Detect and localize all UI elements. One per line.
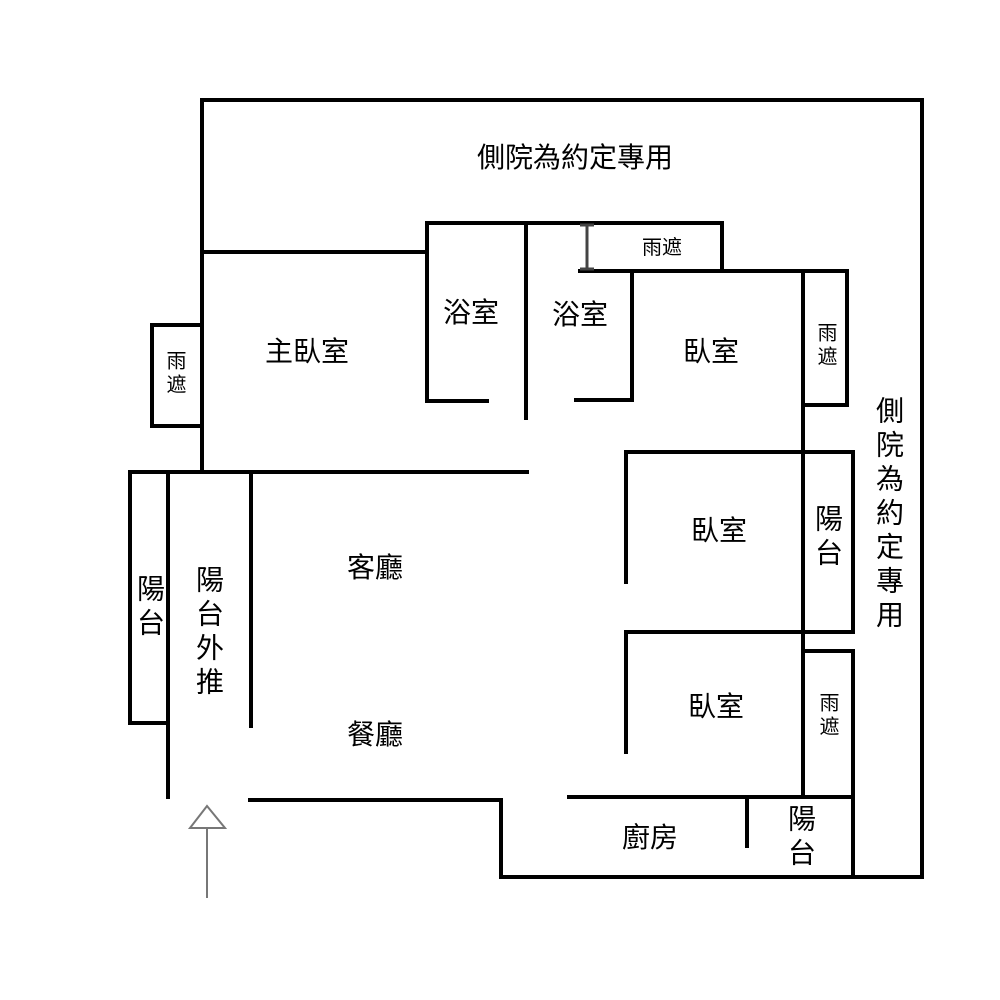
i-beam-marker — [580, 223, 594, 271]
label-balcony-extension: 陽台外推 — [192, 565, 225, 701]
bedroom-2-wall — [624, 450, 855, 754]
rain-cover-left-wall — [150, 323, 204, 428]
label-dining-room: 餐廳 — [346, 718, 404, 751]
outer-boundary — [200, 98, 924, 879]
label-bathroom-2: 浴室 — [551, 298, 609, 331]
label-rain-cover-right-2: 雨遮 — [816, 692, 840, 740]
label-bedroom-2: 臥室 — [690, 514, 748, 547]
label-rain-cover-top: 雨遮 — [642, 235, 682, 259]
label-living-room: 客廳 — [346, 551, 404, 584]
label-kitchen: 廚房 — [621, 821, 679, 854]
label-balcony-right: 陽台 — [811, 504, 844, 572]
label-side-yard-right: 側院為約定專用 — [872, 396, 905, 634]
bathroom-2-wall — [574, 270, 634, 402]
rain-cover-right-2-wall — [801, 649, 855, 879]
label-rain-cover-right-1: 雨遮 — [814, 322, 838, 370]
rain-cover-top-wall — [578, 269, 849, 407]
label-master-bedroom: 主臥室 — [264, 335, 350, 368]
label-bedroom-1: 臥室 — [682, 335, 740, 368]
balcony-left-wall — [128, 470, 170, 725]
entrance-arrow-icon — [187, 804, 228, 898]
label-side-yard-top: 側院為約定專用 — [476, 141, 674, 174]
label-bedroom-3: 臥室 — [687, 690, 745, 723]
label-rain-cover-left: 雨遮 — [163, 350, 187, 398]
label-balcony-left: 陽台 — [133, 574, 166, 642]
label-bathroom-1: 浴室 — [442, 296, 500, 329]
label-balcony-kitchen: 陽台 — [784, 804, 817, 872]
bathroom-1-wall — [425, 221, 724, 403]
